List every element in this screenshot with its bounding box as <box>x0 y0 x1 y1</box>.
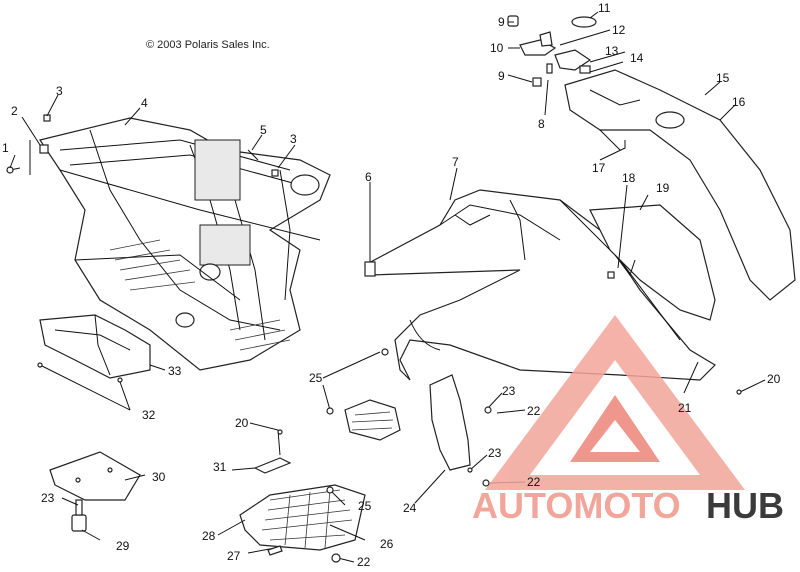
leader-lines <box>9 11 766 563</box>
callout-1: 1 <box>2 141 9 155</box>
callout-11: 11 <box>598 1 611 15</box>
callout-22b: 22 <box>527 475 541 489</box>
callout-25b: 25 <box>358 499 372 513</box>
callout-8: 8 <box>538 117 545 131</box>
callout-9b: 9 <box>498 69 505 83</box>
bolt-29 <box>71 499 87 532</box>
seat-33 <box>39 314 151 379</box>
callout-19: 19 <box>656 181 670 195</box>
callout-14: 14 <box>630 51 644 65</box>
callout-6: 6 <box>365 170 372 184</box>
skid-plate-30 <box>49 451 141 501</box>
callout-21: 21 <box>678 401 692 415</box>
callout-33: 33 <box>168 364 182 378</box>
callout-22a: 22 <box>527 404 541 418</box>
callout-15: 15 <box>716 71 730 85</box>
small-hardware-top <box>507 15 597 87</box>
callout-16: 16 <box>732 95 746 109</box>
callout-5: 5 <box>260 123 267 137</box>
step-bracket <box>344 399 401 441</box>
hardware-dots <box>37 348 742 563</box>
callout-3b: 3 <box>290 132 297 146</box>
callout-12: 12 <box>612 23 626 37</box>
callout-9a: 9 <box>498 15 505 29</box>
callout-18: 18 <box>622 171 636 185</box>
callout-22c: 22 <box>357 555 371 567</box>
watermark-brand-light: AUTOMOTO <box>472 485 681 526</box>
callout-32: 32 <box>142 408 156 422</box>
callout-4: 4 <box>141 96 148 110</box>
callout-23a: 23 <box>502 384 516 398</box>
callout-28: 28 <box>202 529 216 543</box>
watermark-brand-dark: HUB <box>706 485 784 526</box>
watermark-triangle-icon <box>485 315 745 490</box>
callout-29: 29 <box>116 539 130 553</box>
callout-26: 26 <box>380 537 394 551</box>
callout-17: 17 <box>592 161 606 175</box>
callout-27: 27 <box>227 549 241 563</box>
callout-13: 13 <box>605 44 619 58</box>
callout-30: 30 <box>152 470 166 484</box>
callout-23b: 23 <box>488 446 502 460</box>
callout-3a: 3 <box>56 84 63 98</box>
left-fasteners <box>6 114 279 177</box>
frame-assembly <box>39 117 331 371</box>
rear-cover-16 <box>564 69 796 301</box>
callout-2: 2 <box>11 104 18 118</box>
mud-flap-24 <box>429 374 471 471</box>
callout-20b: 20 <box>235 416 249 430</box>
callout-24: 24 <box>403 501 417 515</box>
footrest-26 <box>239 484 366 551</box>
strip-31 <box>253 457 292 474</box>
callout-23c: 23 <box>41 491 55 505</box>
callout-labels: 1 2 3 3 4 5 6 7 8 9 9 10 11 12 13 14 15 … <box>2 1 781 569</box>
automotohub-watermark <box>485 315 745 490</box>
callout-7: 7 <box>452 155 459 169</box>
callout-25a: 25 <box>309 371 323 385</box>
callout-20a: 20 <box>767 372 781 386</box>
callout-31: 31 <box>213 460 227 474</box>
copyright-text: © 2003 Polaris Sales Inc. <box>146 39 270 51</box>
callout-10: 10 <box>490 41 504 55</box>
